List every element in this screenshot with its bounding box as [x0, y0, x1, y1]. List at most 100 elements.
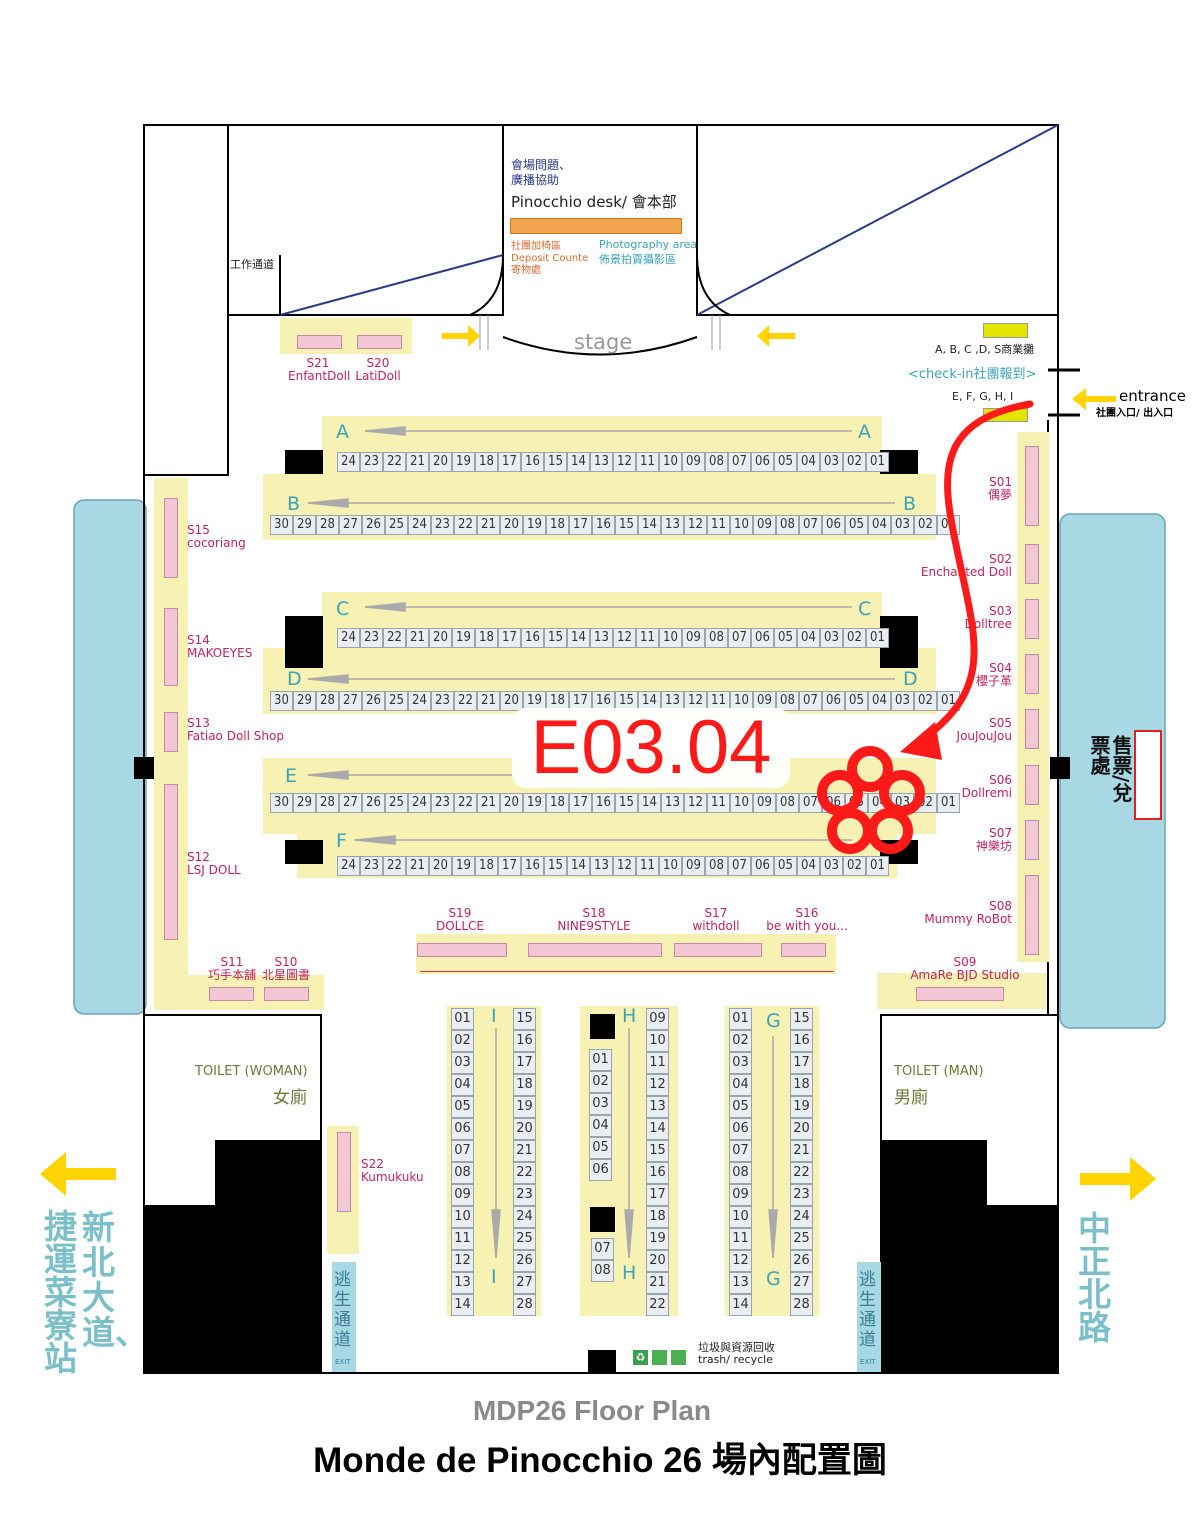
- s20-booth[interactable]: [357, 335, 402, 349]
- s05-booth[interactable]: [1025, 709, 1039, 749]
- booth-i25[interactable]: 25: [513, 1228, 536, 1250]
- booth-f07[interactable]: 07: [728, 856, 751, 876]
- booth-b24[interactable]: 24: [408, 515, 431, 535]
- booth-h05[interactable]: 05: [589, 1137, 612, 1159]
- booth-h16[interactable]: 16: [646, 1162, 669, 1184]
- booth-h02[interactable]: 02: [589, 1071, 612, 1093]
- booth-d22[interactable]: 22: [454, 691, 477, 711]
- booth-g21[interactable]: 21: [790, 1140, 813, 1162]
- booth-c02[interactable]: 02: [843, 628, 866, 648]
- booth-a21[interactable]: 21: [406, 452, 429, 472]
- s18-booth[interactable]: [528, 943, 662, 957]
- booth-a23[interactable]: 23: [360, 452, 383, 472]
- booth-b18[interactable]: 18: [546, 515, 569, 535]
- booth-f08[interactable]: 08: [705, 856, 728, 876]
- booth-e18[interactable]: 18: [546, 793, 569, 813]
- booth-h17[interactable]: 17: [646, 1184, 669, 1206]
- booth-c22[interactable]: 22: [383, 628, 406, 648]
- booth-h09[interactable]: 09: [646, 1008, 669, 1030]
- booth-g23[interactable]: 23: [790, 1184, 813, 1206]
- booth-f10[interactable]: 10: [659, 856, 682, 876]
- booth-f18[interactable]: 18: [475, 856, 498, 876]
- booth-f24[interactable]: 24: [337, 856, 360, 876]
- booth-e12[interactable]: 12: [684, 793, 707, 813]
- booth-i08[interactable]: 08: [451, 1162, 474, 1184]
- booth-h01[interactable]: 01: [589, 1049, 612, 1071]
- booth-d15[interactable]: 15: [615, 691, 638, 711]
- booth-e15[interactable]: 15: [615, 793, 638, 813]
- booth-i10[interactable]: 10: [451, 1206, 474, 1228]
- booth-d27[interactable]: 27: [339, 691, 362, 711]
- booth-f05[interactable]: 05: [774, 856, 797, 876]
- booth-e11[interactable]: 11: [707, 793, 730, 813]
- booth-e16[interactable]: 16: [592, 793, 615, 813]
- booth-b23[interactable]: 23: [431, 515, 454, 535]
- booth-b09[interactable]: 09: [753, 515, 776, 535]
- booth-d10[interactable]: 10: [730, 691, 753, 711]
- booth-e25[interactable]: 25: [385, 793, 408, 813]
- booth-h20[interactable]: 20: [646, 1250, 669, 1272]
- booth-h14[interactable]: 14: [646, 1118, 669, 1140]
- booth-a13[interactable]: 13: [590, 452, 613, 472]
- s17-booth[interactable]: [674, 943, 762, 957]
- booth-b28[interactable]: 28: [316, 515, 339, 535]
- booth-h11[interactable]: 11: [646, 1052, 669, 1074]
- booth-i13[interactable]: 13: [451, 1272, 474, 1294]
- booth-f17[interactable]: 17: [498, 856, 521, 876]
- booth-g08[interactable]: 08: [729, 1162, 752, 1184]
- booth-f03[interactable]: 03: [820, 856, 843, 876]
- booth-b11[interactable]: 11: [707, 515, 730, 535]
- booth-i27[interactable]: 27: [513, 1272, 536, 1294]
- booth-d20[interactable]: 20: [500, 691, 523, 711]
- booth-b19[interactable]: 19: [523, 515, 546, 535]
- booth-f16[interactable]: 16: [521, 856, 544, 876]
- s14-booth[interactable]: [164, 608, 178, 686]
- booth-f23[interactable]: 23: [360, 856, 383, 876]
- booth-i17[interactable]: 17: [513, 1052, 536, 1074]
- booth-i11[interactable]: 11: [451, 1228, 474, 1250]
- s19-booth[interactable]: [417, 943, 507, 957]
- s12-booth[interactable]: [164, 784, 178, 940]
- booth-i26[interactable]: 26: [513, 1250, 536, 1272]
- booth-h03[interactable]: 03: [589, 1093, 612, 1115]
- booth-a14[interactable]: 14: [567, 452, 590, 472]
- booth-b05[interactable]: 05: [845, 515, 868, 535]
- booth-e21[interactable]: 21: [477, 793, 500, 813]
- booth-a10[interactable]: 10: [659, 452, 682, 472]
- booth-g17[interactable]: 17: [790, 1052, 813, 1074]
- booth-c10[interactable]: 10: [659, 628, 682, 648]
- booth-g02[interactable]: 02: [729, 1030, 752, 1052]
- booth-d21[interactable]: 21: [477, 691, 500, 711]
- booth-d29[interactable]: 29: [293, 691, 316, 711]
- booth-a22[interactable]: 22: [383, 452, 406, 472]
- booth-a07[interactable]: 07: [728, 452, 751, 472]
- booth-c11[interactable]: 11: [636, 628, 659, 648]
- s21-booth[interactable]: [297, 335, 342, 349]
- s10-booth[interactable]: [264, 987, 309, 1001]
- booth-c01[interactable]: 01: [866, 628, 889, 648]
- booth-b08[interactable]: 08: [776, 515, 799, 535]
- booth-b20[interactable]: 20: [500, 515, 523, 535]
- booth-i21[interactable]: 21: [513, 1140, 536, 1162]
- booth-b16[interactable]: 16: [592, 515, 615, 535]
- booth-b10[interactable]: 10: [730, 515, 753, 535]
- s07-booth[interactable]: [1025, 820, 1039, 860]
- booth-e23[interactable]: 23: [431, 793, 454, 813]
- booth-a19[interactable]: 19: [452, 452, 475, 472]
- booth-f15[interactable]: 15: [544, 856, 567, 876]
- booth-e09[interactable]: 09: [753, 793, 776, 813]
- booth-e22[interactable]: 22: [454, 793, 477, 813]
- booth-i24[interactable]: 24: [513, 1206, 536, 1228]
- booth-b03[interactable]: 03: [891, 515, 914, 535]
- booth-d26[interactable]: 26: [362, 691, 385, 711]
- booth-f14[interactable]: 14: [567, 856, 590, 876]
- booth-c19[interactable]: 19: [452, 628, 475, 648]
- booth-f19[interactable]: 19: [452, 856, 475, 876]
- booth-b29[interactable]: 29: [293, 515, 316, 535]
- booth-e24[interactable]: 24: [408, 793, 431, 813]
- booth-g07[interactable]: 07: [729, 1140, 752, 1162]
- s06-booth[interactable]: [1025, 765, 1039, 805]
- booth-b13[interactable]: 13: [661, 515, 684, 535]
- booth-h19[interactable]: 19: [646, 1228, 669, 1250]
- s11-booth[interactable]: [209, 987, 254, 1001]
